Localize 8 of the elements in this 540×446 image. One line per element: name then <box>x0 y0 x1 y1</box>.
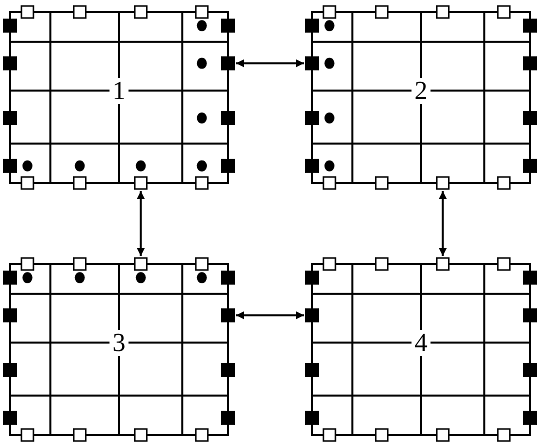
block-number: 1 <box>110 78 128 104</box>
double-arrow <box>236 311 304 320</box>
double-arrow <box>136 191 145 256</box>
double-arrow <box>236 59 304 68</box>
double-arrow <box>438 191 447 256</box>
block-number: 2 <box>412 78 430 104</box>
block-number: 3 <box>110 330 128 356</box>
block-number: 4 <box>412 330 430 356</box>
